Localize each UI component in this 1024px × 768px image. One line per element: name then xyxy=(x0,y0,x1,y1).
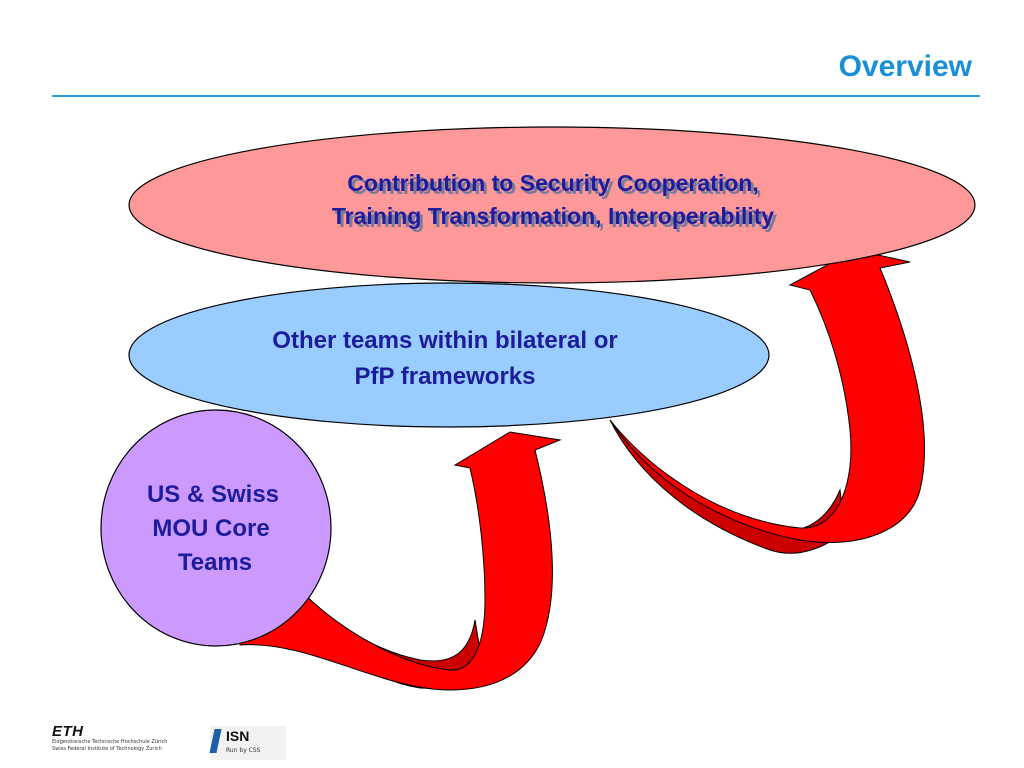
top-ellipse-shadow-1: Contribution to Security Cooperation, xyxy=(350,173,761,199)
eth-logo-mark: ETH xyxy=(52,723,84,740)
top-ellipse-shadow-2: Training Transformation, Interoperabilit… xyxy=(335,206,777,232)
arrow-ribbon-front xyxy=(609,249,925,544)
circle-line-2: MOU Core xyxy=(152,515,269,542)
eth-logo: ETH Eidgenössische Technische Hochschule… xyxy=(52,724,192,753)
eth-logo-line-1: Eidgenössische Technische Hochschule Zür… xyxy=(52,739,168,745)
isn-logo-slash xyxy=(209,729,222,753)
circle-line-3: Teams xyxy=(178,549,252,576)
middle-ellipse: Other teams within bilateral or PfP fram… xyxy=(128,282,770,428)
isn-logo-mark: ISN xyxy=(226,728,250,744)
circle-line-1: US & Swiss xyxy=(147,481,279,508)
middle-ellipse-line-2: PfP frameworks xyxy=(355,363,536,390)
eth-logo-line-2: Swiss Federal Institute of Technology Zu… xyxy=(52,746,162,752)
title-divider xyxy=(52,95,980,97)
isn-logo-subtitle: Run by CSS xyxy=(226,747,261,754)
top-ellipse-line-2: Training Transformation, Interoperabilit… xyxy=(332,203,774,229)
arrow-to-top-ellipse xyxy=(609,249,925,554)
top-ellipse-line-1: Contribution to Security Cooperation, xyxy=(347,170,758,196)
core-teams-circle: US & Swiss MOU Core Teams xyxy=(100,409,332,647)
top-ellipse: Contribution to Security Cooperation, Co… xyxy=(128,126,976,284)
arrow-to-middle-ellipse xyxy=(234,431,562,691)
slide-title: Overview xyxy=(838,50,972,83)
arrow-ribbon-front xyxy=(234,431,562,691)
isn-logo: ISN Run by CSS xyxy=(209,726,286,760)
middle-ellipse-line-1: Other teams within bilateral or xyxy=(272,327,617,354)
